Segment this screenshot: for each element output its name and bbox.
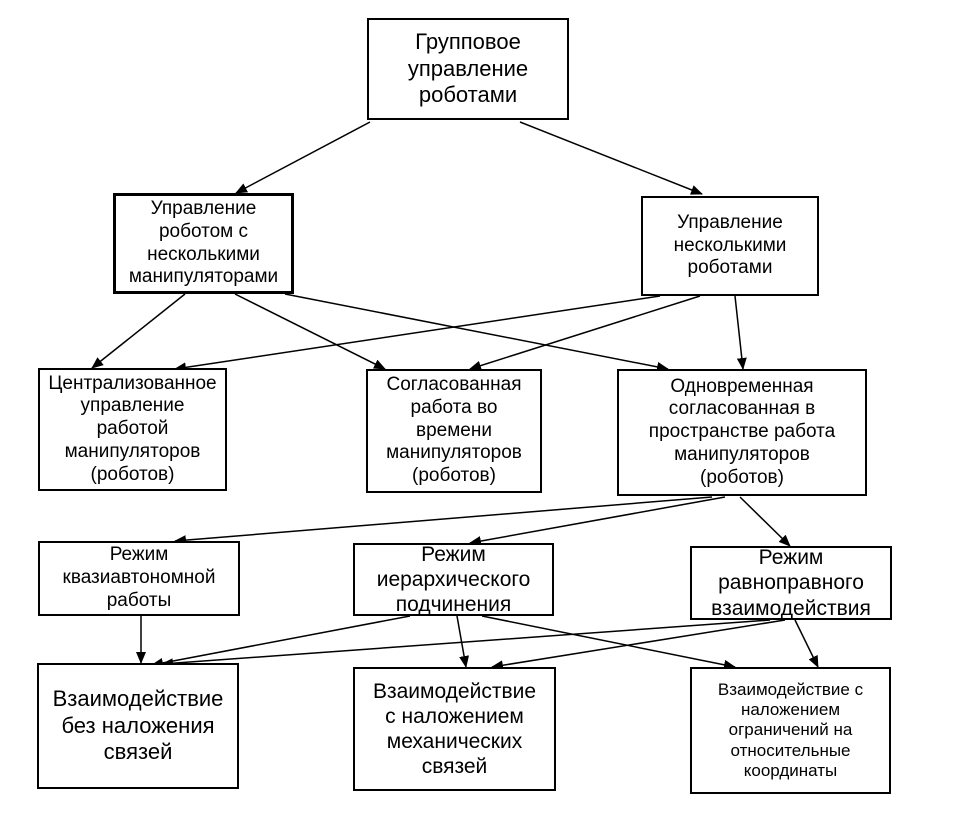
arrow-hierarchy-to-mech-constraints — [456, 615, 470, 668]
node-interaction-mechanical-constraints: Взаимодействие с наложением механических… — [353, 667, 556, 791]
node-root: Групповое управление роботами — [367, 18, 569, 120]
arrow-equal-to-mech-constraints — [491, 619, 786, 671]
node-multi-manipulator-control: Управление роботом с несколькими манипул… — [113, 193, 294, 294]
node-mode-quasi-autonomous: Режим квазиавтономной работы — [38, 541, 240, 616]
node-mode-hierarchical: Режим иерархического подчинения — [353, 543, 554, 616]
node-time-coordinated-work: Согласованная работа во времени манипуля… — [366, 369, 542, 493]
arrow-equal-to-coord-constraints — [794, 619, 819, 668]
arrow-root-to-multi-manip — [235, 121, 371, 194]
arrow-multi-manip-to-space-coord — [284, 293, 669, 372]
node-interaction-no-constraints: Взаимодействие без наложения связей — [37, 663, 239, 789]
node-centralized-control: Централизованное управление работой мани… — [38, 368, 227, 491]
node-multi-robot-control: Управление несколькими роботами — [641, 196, 819, 296]
arrow-space-coord-to-hierarchy — [469, 496, 726, 546]
arrow-space-coord-to-quasi — [174, 496, 713, 546]
arrow-equal-to-no-constraints — [161, 619, 771, 669]
node-interaction-coordinate-constraints: Взаимодействие с наложением ограничений … — [690, 667, 891, 794]
arrow-hierarchy-to-coord-constraints — [481, 615, 736, 670]
arrow-multi-manip-to-centralized — [91, 293, 186, 369]
arrow-root-to-multi-robot — [519, 121, 703, 195]
arrow-multi-robot-to-space-coord — [734, 295, 747, 370]
node-space-coordinated-work: Одновременная согласованная в пространст… — [617, 369, 867, 496]
arrow-multi-robot-to-time-coord — [469, 295, 701, 371]
arrow-multi-manip-to-time-coord — [234, 293, 386, 370]
arrow-hierarchy-to-no-constraints — [151, 615, 411, 668]
node-mode-equal-interaction: Режим равноправного взаимодействия — [690, 546, 892, 620]
arrow-multi-robot-to-centralized — [174, 295, 661, 373]
arrow-space-coord-to-equal — [739, 496, 791, 547]
